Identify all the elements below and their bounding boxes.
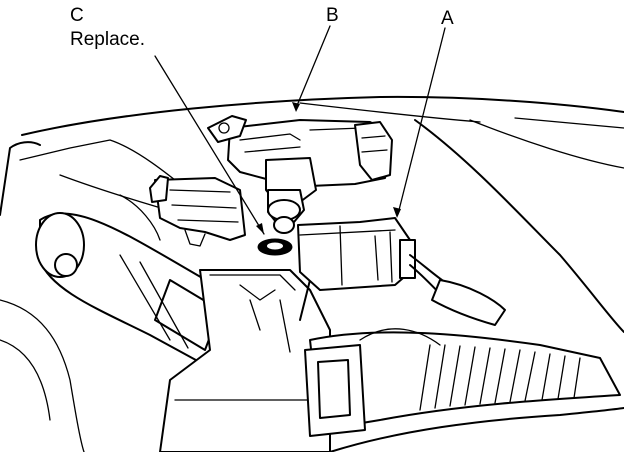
- connector-a: [297, 217, 506, 326]
- callout-label-b: B: [326, 5, 339, 26]
- mounting-bracket: [149, 175, 246, 247]
- engine-bay-surfaces: [0, 95, 624, 452]
- lower-housing: [159, 269, 331, 452]
- callout-note-replace: Replace.: [70, 29, 145, 50]
- sensor-b: [207, 115, 393, 234]
- callout-label-c: C: [70, 5, 84, 26]
- callout-label-a: A: [441, 8, 454, 29]
- corrugated-hose: [304, 328, 621, 437]
- leader-lines: [154, 25, 446, 235]
- o-ring-c: [257, 238, 293, 256]
